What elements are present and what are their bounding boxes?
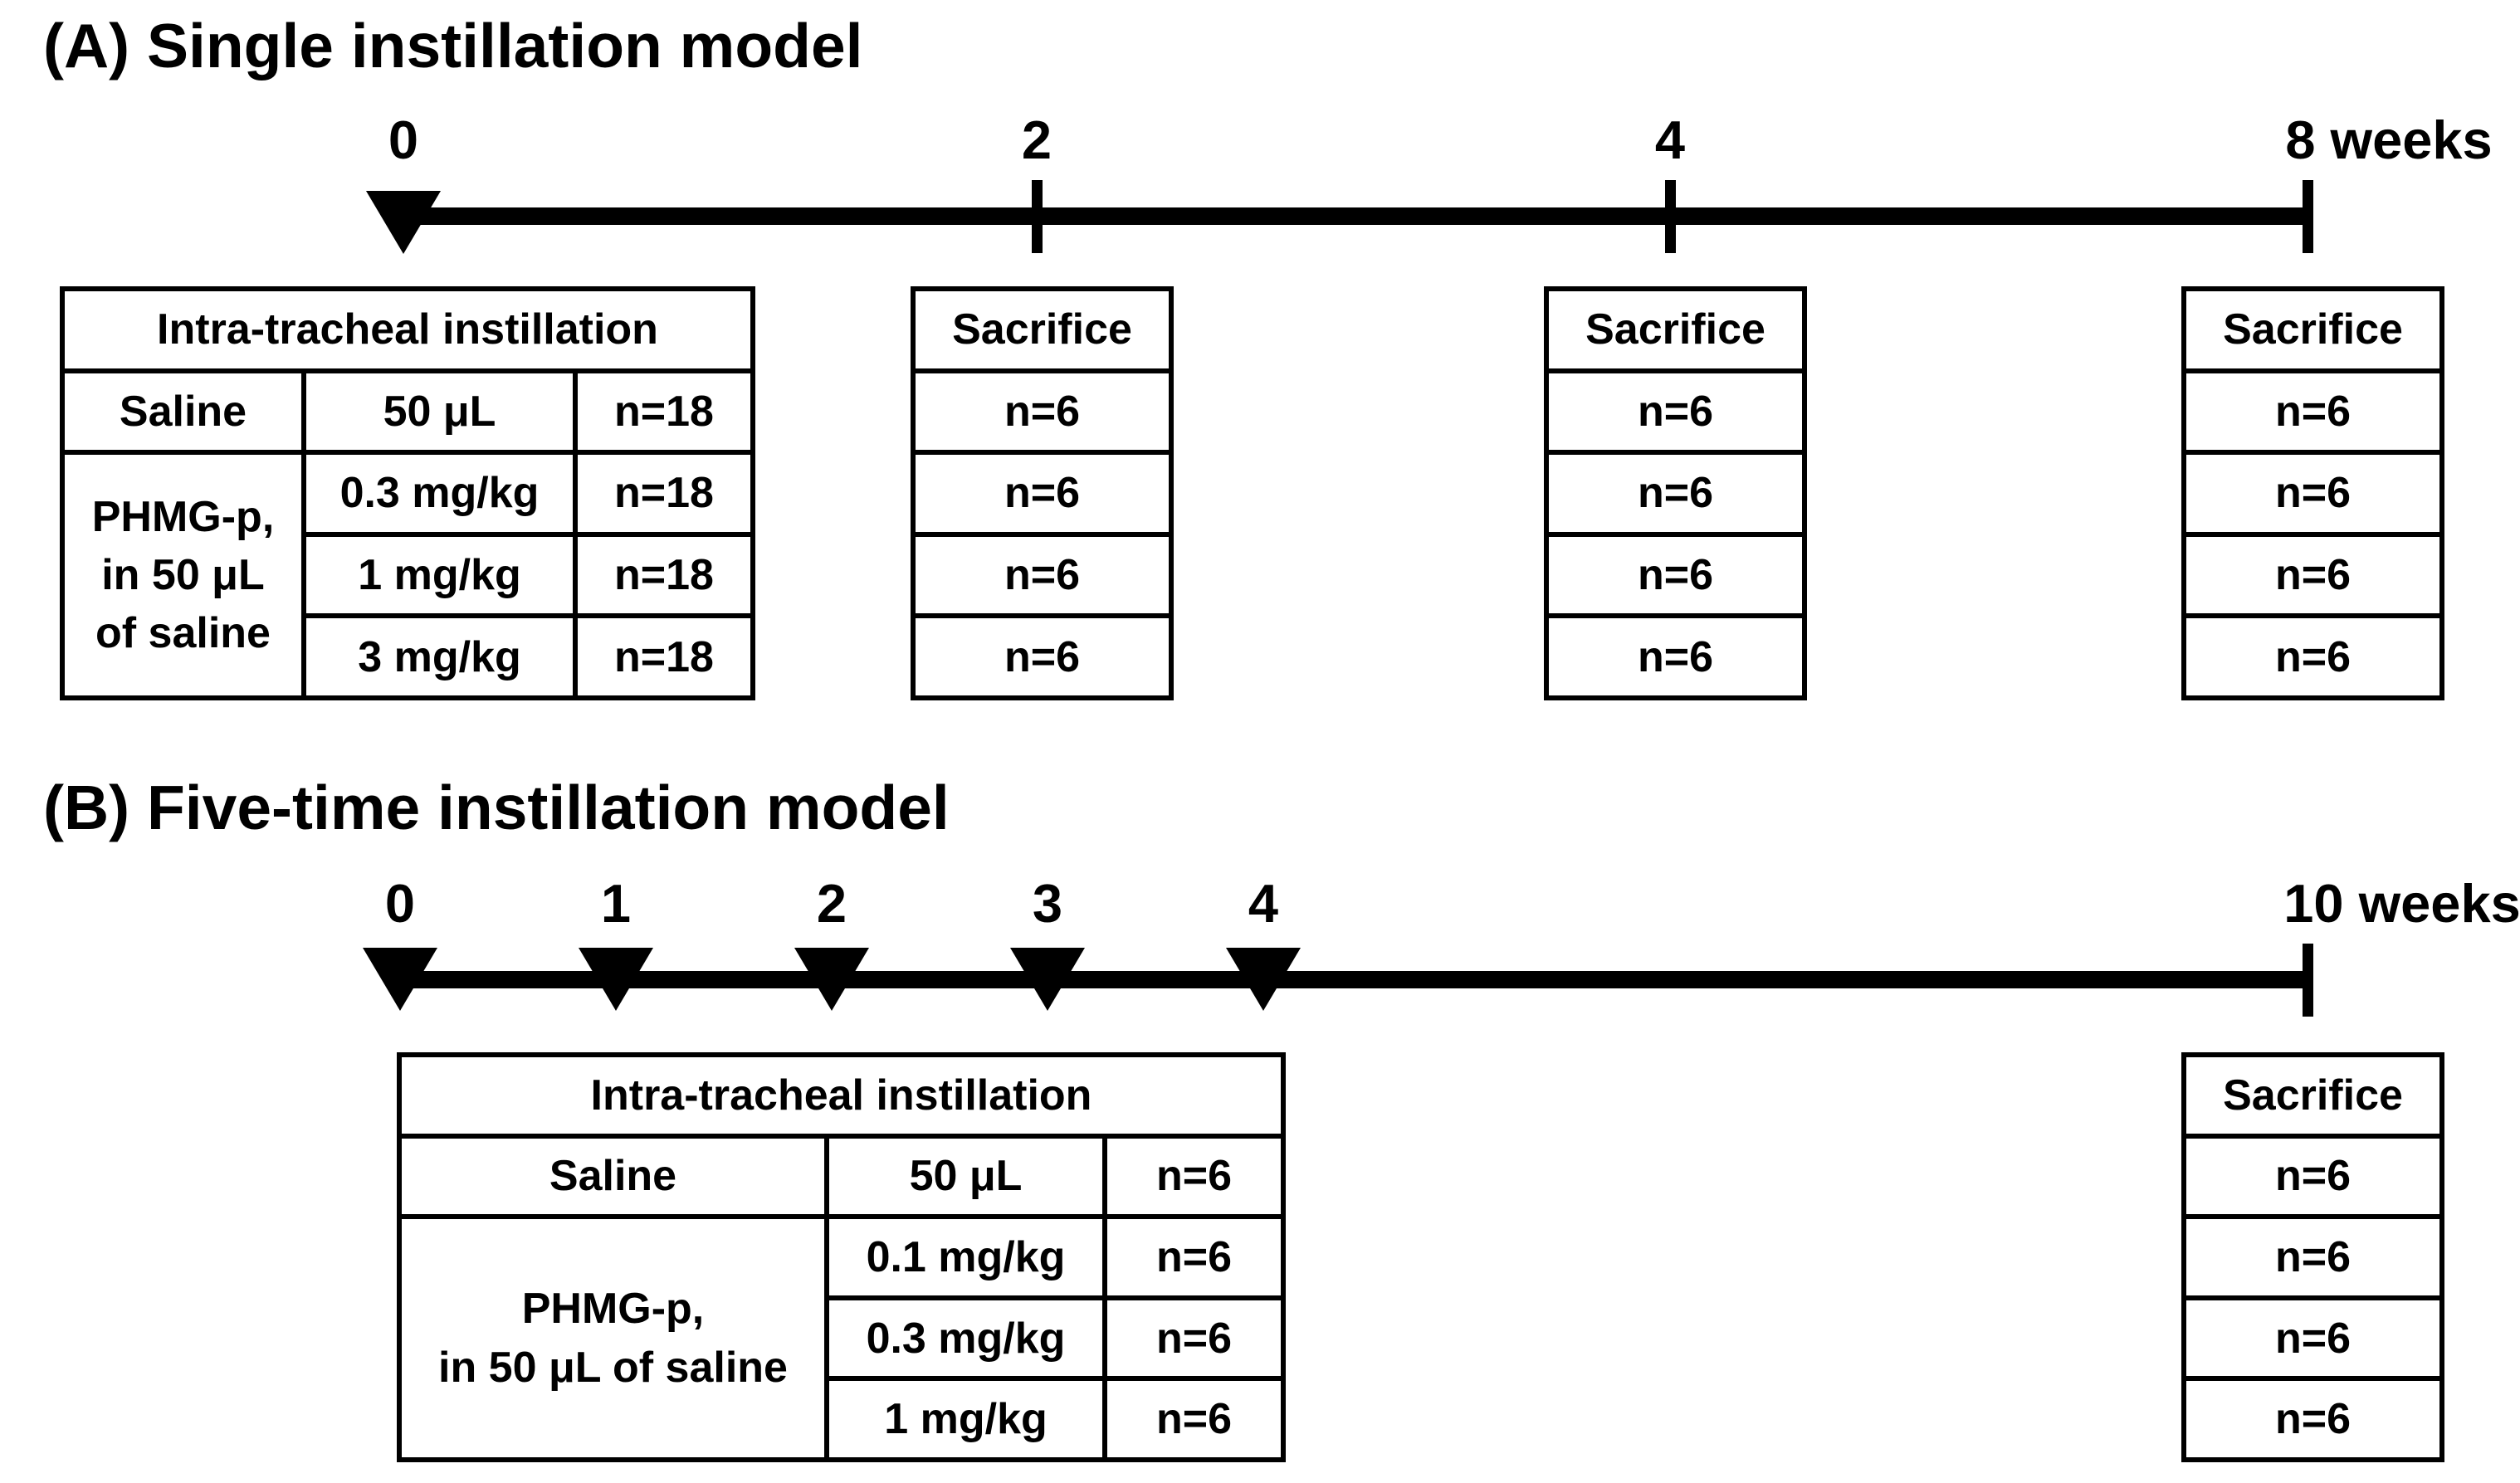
count-cell: n=18 bbox=[578, 536, 750, 614]
dose-cell: 50 μL bbox=[306, 373, 573, 451]
group-cell-saline: Saline bbox=[402, 1138, 824, 1215]
dose-cell: 50 μL bbox=[829, 1138, 1102, 1215]
table-header-cell: Sacrifice bbox=[2186, 291, 2439, 368]
dose-cell: 3 mg/kg bbox=[306, 618, 573, 695]
timeline-b-label-week10: 10 weeks bbox=[2283, 873, 2520, 934]
timeline-a-label-week8: 8 weeks bbox=[2285, 110, 2493, 170]
timeline-b-axis-line bbox=[400, 971, 2313, 988]
panel-b-sacrifice-table-week10: Sacrifice n=6 n=6 n=6 n=6 bbox=[2181, 1052, 2444, 1462]
count-cell: n=6 bbox=[2186, 1300, 2439, 1377]
table-header-cell: Sacrifice bbox=[916, 291, 1169, 368]
panel-a-title: (A) Single instillation model bbox=[43, 11, 863, 80]
timeline-b-label-week2: 2 bbox=[816, 873, 847, 934]
table-header-cell: Sacrifice bbox=[1549, 291, 1802, 368]
count-cell: n=6 bbox=[1107, 1138, 1281, 1215]
count-cell: n=6 bbox=[2186, 1219, 2439, 1295]
count-cell: n=6 bbox=[1107, 1219, 1281, 1295]
table-header-cell: Intra-tracheal instillation bbox=[65, 291, 750, 368]
panel-a-instillation-table: Intra-tracheal instillation Saline 50 μL… bbox=[60, 286, 755, 700]
count-cell: n=6 bbox=[2186, 618, 2439, 695]
count-cell: n=6 bbox=[1107, 1381, 1281, 1457]
timeline-b-label-week4: 4 bbox=[1248, 873, 1279, 934]
timeline-b-label-week3: 3 bbox=[1032, 873, 1063, 934]
count-cell: n=6 bbox=[2186, 536, 2439, 614]
count-cell: n=6 bbox=[2186, 455, 2439, 532]
count-cell: n=18 bbox=[578, 373, 750, 451]
instillation-marker-icon bbox=[366, 191, 441, 254]
dose-cell: 0.1 mg/kg bbox=[829, 1219, 1102, 1295]
count-cell: n=6 bbox=[1549, 536, 1802, 614]
count-cell: n=6 bbox=[1549, 455, 1802, 532]
count-cell: n=6 bbox=[916, 618, 1169, 695]
panel-a-sacrifice-table-week4: Sacrifice n=6 n=6 n=6 n=6 bbox=[1544, 286, 1807, 700]
count-cell: n=6 bbox=[1549, 618, 1802, 695]
timeline-b-label-week0: 0 bbox=[384, 873, 416, 934]
timeline-a-tick-week4 bbox=[1665, 180, 1676, 253]
panel-a-sacrifice-table-week2: Sacrifice n=6 n=6 n=6 n=6 bbox=[911, 286, 1174, 700]
count-cell: n=6 bbox=[916, 455, 1169, 532]
instillation-marker-icon bbox=[794, 948, 869, 1011]
group-cell-phmg: PHMG-p, in 50 μL of saline bbox=[65, 455, 301, 695]
panel-b-title: (B) Five-time instillation model bbox=[43, 773, 950, 842]
instillation-marker-icon bbox=[1226, 948, 1301, 1011]
table-header-cell: Sacrifice bbox=[2186, 1057, 2439, 1134]
timeline-a-tick-week2 bbox=[1032, 180, 1043, 253]
dose-cell: 0.3 mg/kg bbox=[829, 1300, 1102, 1377]
count-cell: n=6 bbox=[1549, 373, 1802, 451]
timeline-a-label-week2: 2 bbox=[1021, 110, 1052, 170]
timeline-a-axis-line bbox=[403, 207, 2313, 225]
count-cell: n=6 bbox=[1107, 1300, 1281, 1377]
timeline-b-tick-week10 bbox=[2303, 944, 2313, 1017]
group-cell-saline: Saline bbox=[65, 373, 301, 451]
dose-cell: 0.3 mg/kg bbox=[306, 455, 573, 532]
count-cell: n=6 bbox=[2186, 1381, 2439, 1457]
instillation-marker-icon bbox=[579, 948, 653, 1011]
count-cell: n=18 bbox=[578, 618, 750, 695]
table-header-cell: Intra-tracheal instillation bbox=[402, 1057, 1281, 1134]
instillation-marker-icon bbox=[363, 948, 437, 1011]
count-cell: n=18 bbox=[578, 455, 750, 532]
timeline-a-label-week4: 4 bbox=[1654, 110, 1686, 170]
dose-cell: 1 mg/kg bbox=[829, 1381, 1102, 1457]
count-cell: n=6 bbox=[916, 536, 1169, 614]
count-cell: n=6 bbox=[2186, 1138, 2439, 1215]
count-cell: n=6 bbox=[916, 373, 1169, 451]
dose-cell: 1 mg/kg bbox=[306, 536, 573, 614]
timeline-a-tick-week8 bbox=[2303, 180, 2313, 253]
instillation-marker-icon bbox=[1010, 948, 1085, 1011]
timeline-a-label-week0: 0 bbox=[388, 110, 419, 170]
panel-a-sacrifice-table-week8: Sacrifice n=6 n=6 n=6 n=6 bbox=[2181, 286, 2444, 700]
count-cell: n=6 bbox=[2186, 373, 2439, 451]
timeline-b-label-week1: 1 bbox=[600, 873, 632, 934]
group-cell-phmg: PHMG-p, in 50 μL of saline bbox=[402, 1219, 824, 1457]
panel-b-instillation-table: Intra-tracheal instillation Saline 50 μL… bbox=[397, 1052, 1286, 1462]
